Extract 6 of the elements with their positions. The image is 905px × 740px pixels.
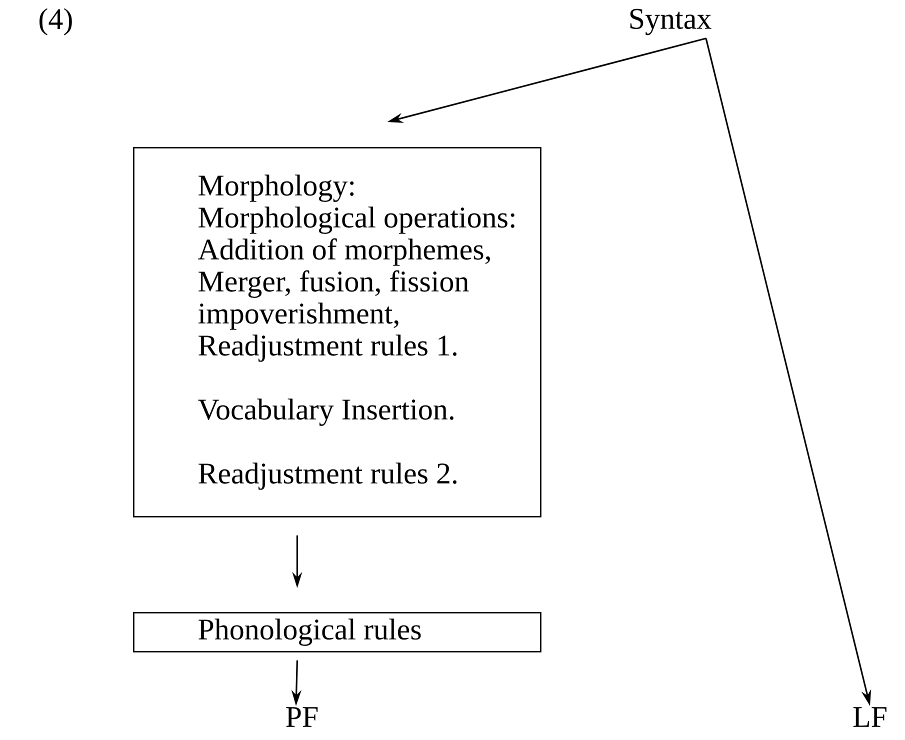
text-label: Syntax [630, 8, 712, 36]
text-label: PF [286, 707, 318, 727]
figure-number: (4) [40, 8, 72, 36]
morphology-box: Morphology: Morphological operations: Addition of morphemes, Merger, fusion, fission impoverishment, Readjustment rules 1. Vocabulary Insertion. Readjustment rules 2. [133, 147, 542, 518]
text-label: LF [853, 707, 886, 727]
phonology-box: Phonological rules [133, 612, 542, 652]
